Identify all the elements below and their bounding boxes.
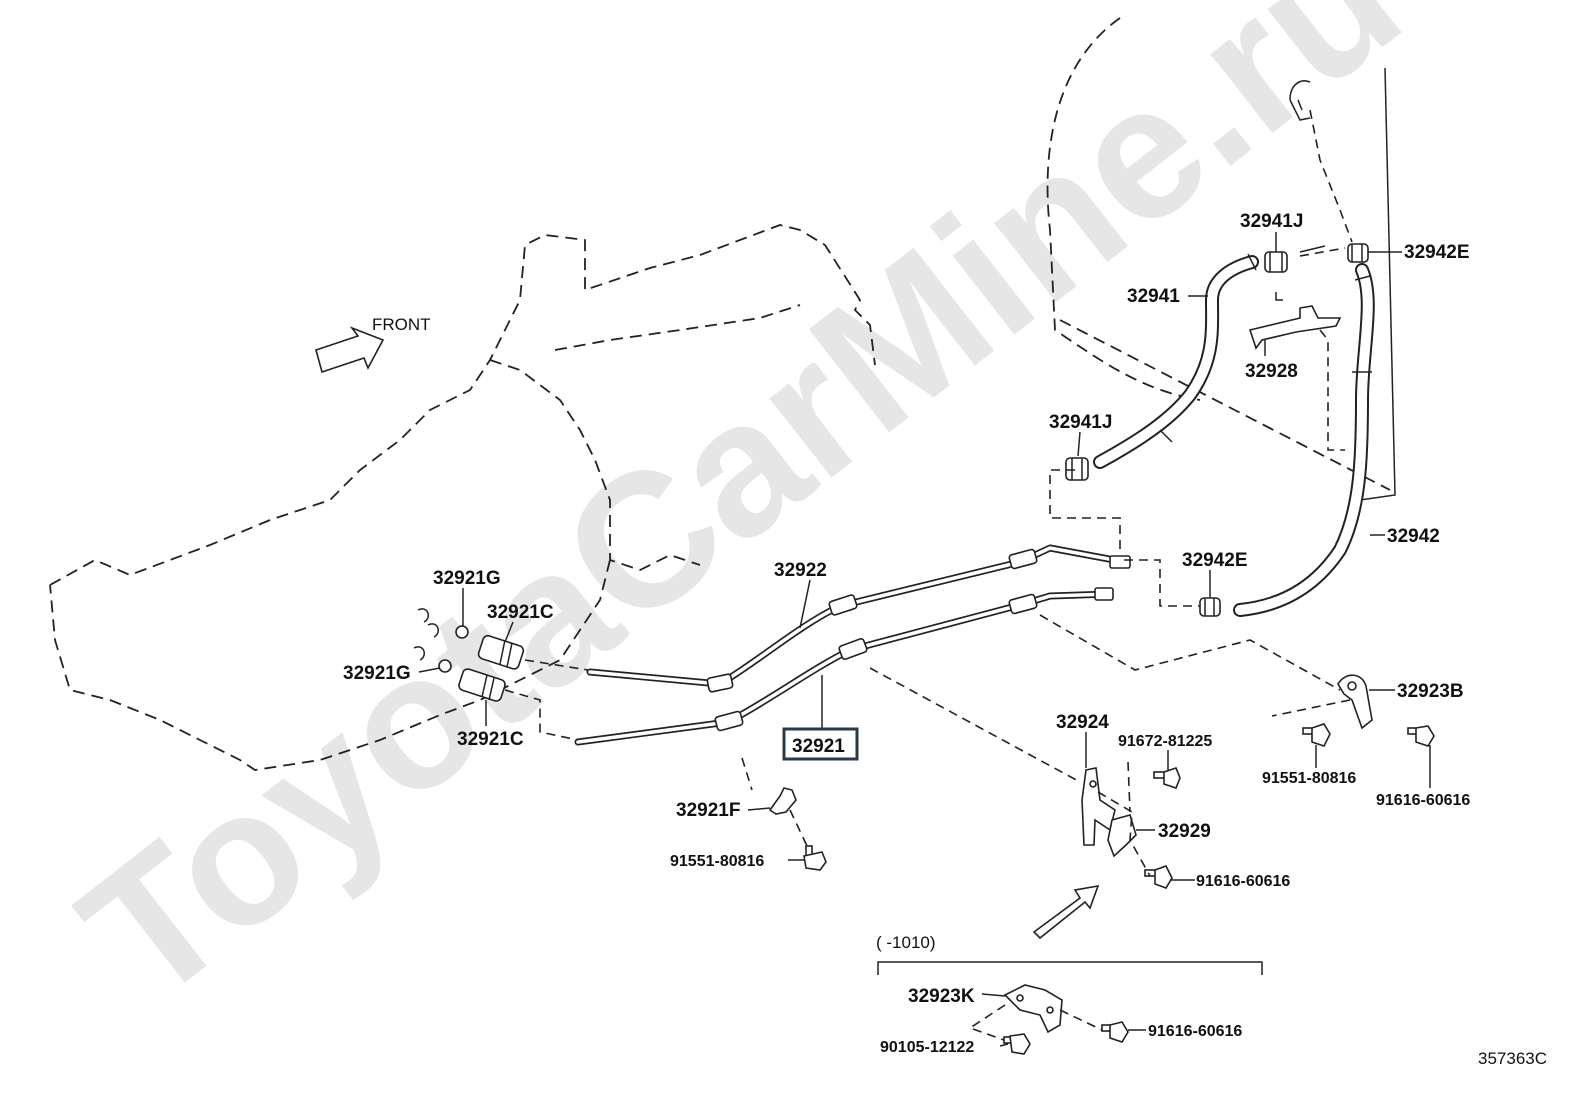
label-91672-81225: 91672-81225 [1118,733,1212,750]
bolt-91616-60616-right [1407,725,1435,747]
label-91551-80816-right: 91551-80816 [1262,770,1356,787]
clamp-32929 [1107,814,1137,858]
gasket-32921G-top [455,625,469,639]
range-bracket [877,961,1263,975]
cooler-pipe-32921 [574,587,1114,746]
fitting-32921C-bot [458,668,506,702]
leader-lines [418,232,1431,1047]
label-32928: 32928 [1245,361,1298,382]
label-32921C-bot: 32921C [457,729,524,750]
label-32921F: 32921F [676,800,740,821]
clamp-32941J-top [1264,251,1288,273]
highlight-box-32921 [782,727,859,761]
bracket-32923K [1003,984,1063,1034]
bolt-91616-60616-mid [1144,865,1173,889]
bolt-91672-81225 [1153,767,1181,789]
label-32941J-top: 32941J [1240,211,1303,232]
label-32921G-mid: 32921G [343,663,411,684]
label-32921G-top: 32921G [433,568,501,589]
label-32942E-mid: 32942E [1182,550,1248,571]
clamp-32941J-mid [1065,457,1089,481]
diagram-code: 357363C [1478,1049,1547,1068]
label-91616-60616-right: 91616-60616 [1376,792,1470,809]
label-91616-60616-bot: 91616-60616 [1148,1023,1242,1040]
label-32921C-top: 32921C [487,602,554,623]
bracket-32923B [1337,674,1373,730]
range-note: ( -1010) [876,933,936,952]
label-32923B: 32923B [1397,681,1464,702]
clamp-32942E-mid [1199,597,1221,617]
front-arrow: FRONT [315,315,431,374]
hose-32942 [1233,263,1375,617]
assembly-lines [504,109,1353,1041]
label-32924: 32924 [1056,712,1109,733]
bolt-91551-80816-right [1302,723,1331,747]
bolt-91616-60616-bot [1101,1021,1129,1043]
bracket-32924 [1081,767,1116,846]
breather-tube [1289,80,1311,121]
view-arrow [1032,884,1100,940]
label-90105-12122: 90105-12122 [880,1039,974,1056]
bracket-32921F [768,787,797,815]
front-label: FRONT [372,315,431,334]
label-91616-60616-mid: 91616-60616 [1196,873,1290,890]
clamp-32942E-top [1347,243,1369,263]
bolt-91551-80816-left [803,845,827,871]
label-32923K: 32923K [908,986,975,1007]
label-32942E-top: 32942E [1404,242,1470,263]
cooler-pipe-32922 [586,544,1131,693]
hose-32941 [1093,253,1259,469]
label-32941J-mid: 32941J [1049,412,1112,433]
label-32922: 32922 [774,560,827,581]
label-32942: 32942 [1387,526,1440,547]
label-32941: 32941 [1127,286,1180,307]
part-labels: 32941J 32942E 32941 32928 32941J 32942 3… [343,211,1470,1056]
bracket-32928 [1248,305,1342,350]
bolt-90105-12122 [1003,1033,1031,1055]
transmission-outline [49,17,1396,771]
port-symbols [413,608,439,661]
label-32929: 32929 [1158,821,1211,842]
label-91551-80816-left: 91551-80816 [670,853,764,870]
label-32921[interactable]: 32921 [792,736,845,757]
gasket-32921G-mid [438,659,452,673]
